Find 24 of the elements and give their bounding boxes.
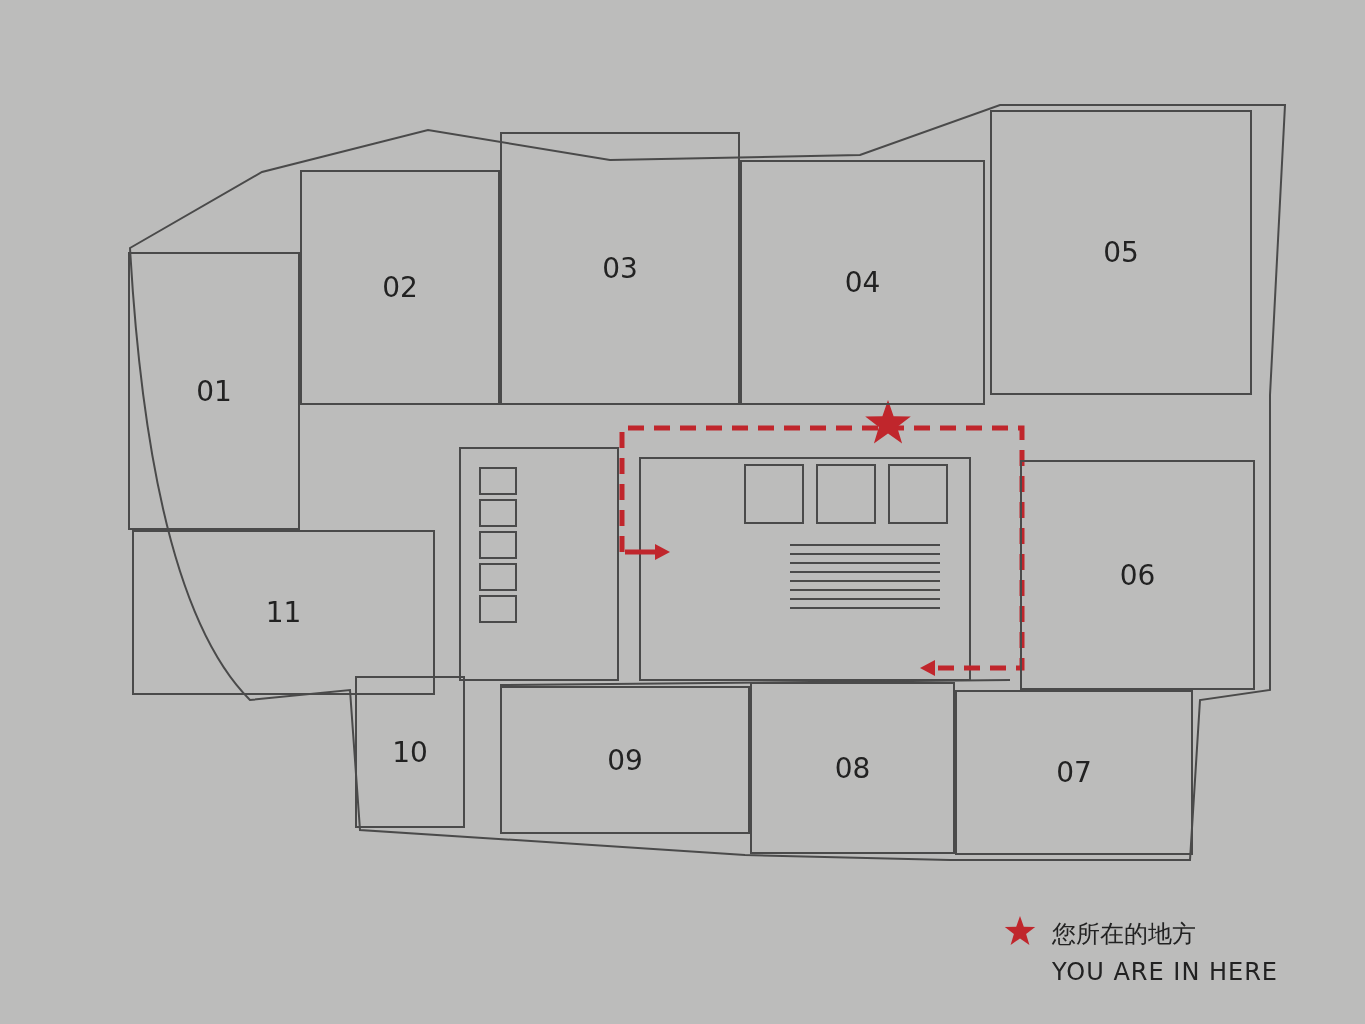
room-number: 05	[1103, 236, 1139, 269]
room-number: 11	[265, 596, 302, 629]
room-number: 04	[844, 266, 881, 299]
room-number: 09	[607, 743, 643, 777]
room-outline	[740, 160, 985, 405]
room-outline	[990, 110, 1252, 395]
room-outline	[300, 170, 500, 405]
room-number: 07	[1056, 756, 1092, 789]
room-outline	[355, 676, 465, 828]
room-number: 08	[834, 751, 871, 785]
room-number: 10	[392, 735, 428, 769]
room-outline	[500, 132, 740, 405]
legend-text: 您所在的地方	[1052, 919, 1196, 950]
room-number: 02	[382, 271, 418, 304]
room-outline	[500, 686, 750, 834]
room-outline	[955, 690, 1193, 855]
room-outline	[132, 530, 435, 695]
room-number: 03	[602, 252, 638, 285]
room-outline	[750, 682, 955, 854]
room-number: 06	[1119, 558, 1156, 592]
legend-text: YOU ARE IN HERE	[1052, 958, 1279, 986]
room-outline	[1020, 460, 1255, 690]
room-number: 01	[196, 374, 232, 408]
room-outline	[128, 252, 300, 530]
